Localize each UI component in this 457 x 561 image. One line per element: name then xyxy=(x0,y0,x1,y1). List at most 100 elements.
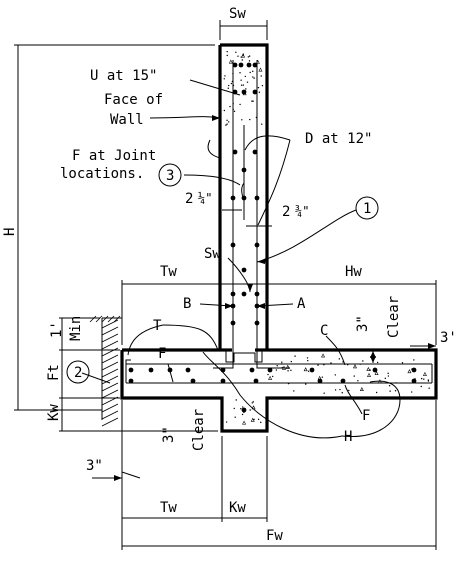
stipple-mark xyxy=(233,110,236,113)
stipple-mark xyxy=(240,56,242,58)
stipple-mark xyxy=(388,385,391,387)
stipple-mark xyxy=(241,53,246,58)
label-3in-bottom: 3" xyxy=(86,458,103,474)
rebar-dot xyxy=(241,291,247,297)
stipple-mark xyxy=(353,375,355,377)
stipple-mark xyxy=(248,55,251,57)
callout-1 xyxy=(355,196,379,220)
hatch-line xyxy=(101,368,119,378)
stipple-mark xyxy=(341,392,343,394)
rebar-dot xyxy=(190,378,196,384)
label-2-three-quarter-frac: ¾" xyxy=(295,204,309,218)
label-kw-left: Kw xyxy=(46,404,62,421)
rebar-dot xyxy=(411,378,417,384)
stipple-mark xyxy=(239,103,241,106)
hatch-line xyxy=(101,354,119,364)
stipple-mark xyxy=(410,391,413,393)
hatch-line xyxy=(101,326,119,336)
stipple-mark xyxy=(407,369,412,374)
stipple-mark xyxy=(241,119,243,121)
label-hw-top: Hw xyxy=(345,264,362,280)
stipple-mark xyxy=(357,380,359,382)
stipple-mark xyxy=(376,361,379,364)
hatch-line xyxy=(101,347,119,357)
stipple-mark xyxy=(369,369,371,371)
label-one-foot: 1' xyxy=(49,321,65,338)
stipple-mark xyxy=(229,105,231,108)
label-clear-right: Clear xyxy=(386,296,402,338)
hatch-line xyxy=(101,403,119,413)
stipple-mark xyxy=(233,407,235,410)
stipple-mark xyxy=(249,409,251,411)
stipple-mark xyxy=(248,60,251,62)
stipple-mark xyxy=(223,109,226,112)
stipple-mark xyxy=(359,387,364,392)
stipple-mark xyxy=(423,378,425,380)
stipple-mark xyxy=(389,390,391,392)
stipple-mark xyxy=(260,421,262,424)
hatch-line xyxy=(101,375,119,385)
label-fw-bottom: Fw xyxy=(266,528,283,544)
rebar-dot xyxy=(252,149,258,155)
hatch-line xyxy=(107,315,115,323)
label-a-bar: A xyxy=(297,296,306,312)
rebar-dot xyxy=(317,378,323,384)
stipple-mark xyxy=(306,357,309,359)
arrowheads xyxy=(114,115,436,481)
rebar-dot xyxy=(246,62,252,68)
rebar-dot xyxy=(249,367,255,373)
stipple-mark xyxy=(261,84,264,87)
stipple-mark xyxy=(252,401,254,403)
rebar-dot xyxy=(267,367,273,373)
stipple-mark xyxy=(290,360,293,363)
stipple-mark xyxy=(225,421,228,423)
stipple-mark xyxy=(228,59,233,64)
rebar-dot xyxy=(238,62,244,68)
stipple-mark xyxy=(287,370,289,372)
rebar-dot xyxy=(232,62,238,68)
label-sw-mid: Sw xyxy=(204,246,221,262)
stipple-mark xyxy=(223,78,225,80)
rebar-dot xyxy=(411,367,417,373)
callout-2-number: 2 xyxy=(74,365,82,381)
stipple-mark xyxy=(227,121,230,123)
callout-3 xyxy=(158,163,182,187)
stipple-mark xyxy=(251,100,253,102)
stipple-mark xyxy=(249,71,251,74)
stipple-mark xyxy=(294,355,296,357)
label-f-right: F xyxy=(362,408,370,424)
hatch-line xyxy=(101,410,119,420)
rebar-dot xyxy=(220,378,226,384)
stipple-mark xyxy=(252,100,254,102)
stipple-mark xyxy=(353,364,357,369)
stipple-mark xyxy=(252,76,254,78)
stipple-mark xyxy=(242,420,247,425)
label-min: Min xyxy=(68,316,84,341)
stipple-mark xyxy=(235,51,237,54)
callout-2 xyxy=(66,360,90,384)
rebar-dot xyxy=(340,378,346,384)
hatch-line xyxy=(101,417,119,427)
stipple-mark xyxy=(258,67,263,72)
stipple-mark xyxy=(252,70,254,73)
hatch-line xyxy=(101,315,109,323)
stipple-mark xyxy=(422,371,427,376)
stipple-mark xyxy=(330,362,332,364)
stipple-mark xyxy=(242,84,245,86)
stipple-mark xyxy=(268,375,273,380)
stipple-mark xyxy=(257,86,260,89)
label-c-bar: C xyxy=(320,323,328,339)
stipple-mark xyxy=(384,377,386,380)
label-d-bars: D at 12" xyxy=(305,131,372,147)
hatch-line xyxy=(101,382,119,392)
rebar-dot xyxy=(241,267,247,273)
label-wall: Wall xyxy=(110,112,144,128)
stipple-mark xyxy=(247,56,250,58)
label-face-of: Face of xyxy=(104,92,163,108)
leader-lines xyxy=(81,79,401,439)
label-sw-top: Sw xyxy=(229,6,246,22)
stipple-mark xyxy=(251,402,253,404)
stipple-mark xyxy=(413,359,415,361)
stipple-mark xyxy=(241,413,244,416)
label-h-dim: H xyxy=(2,228,18,236)
